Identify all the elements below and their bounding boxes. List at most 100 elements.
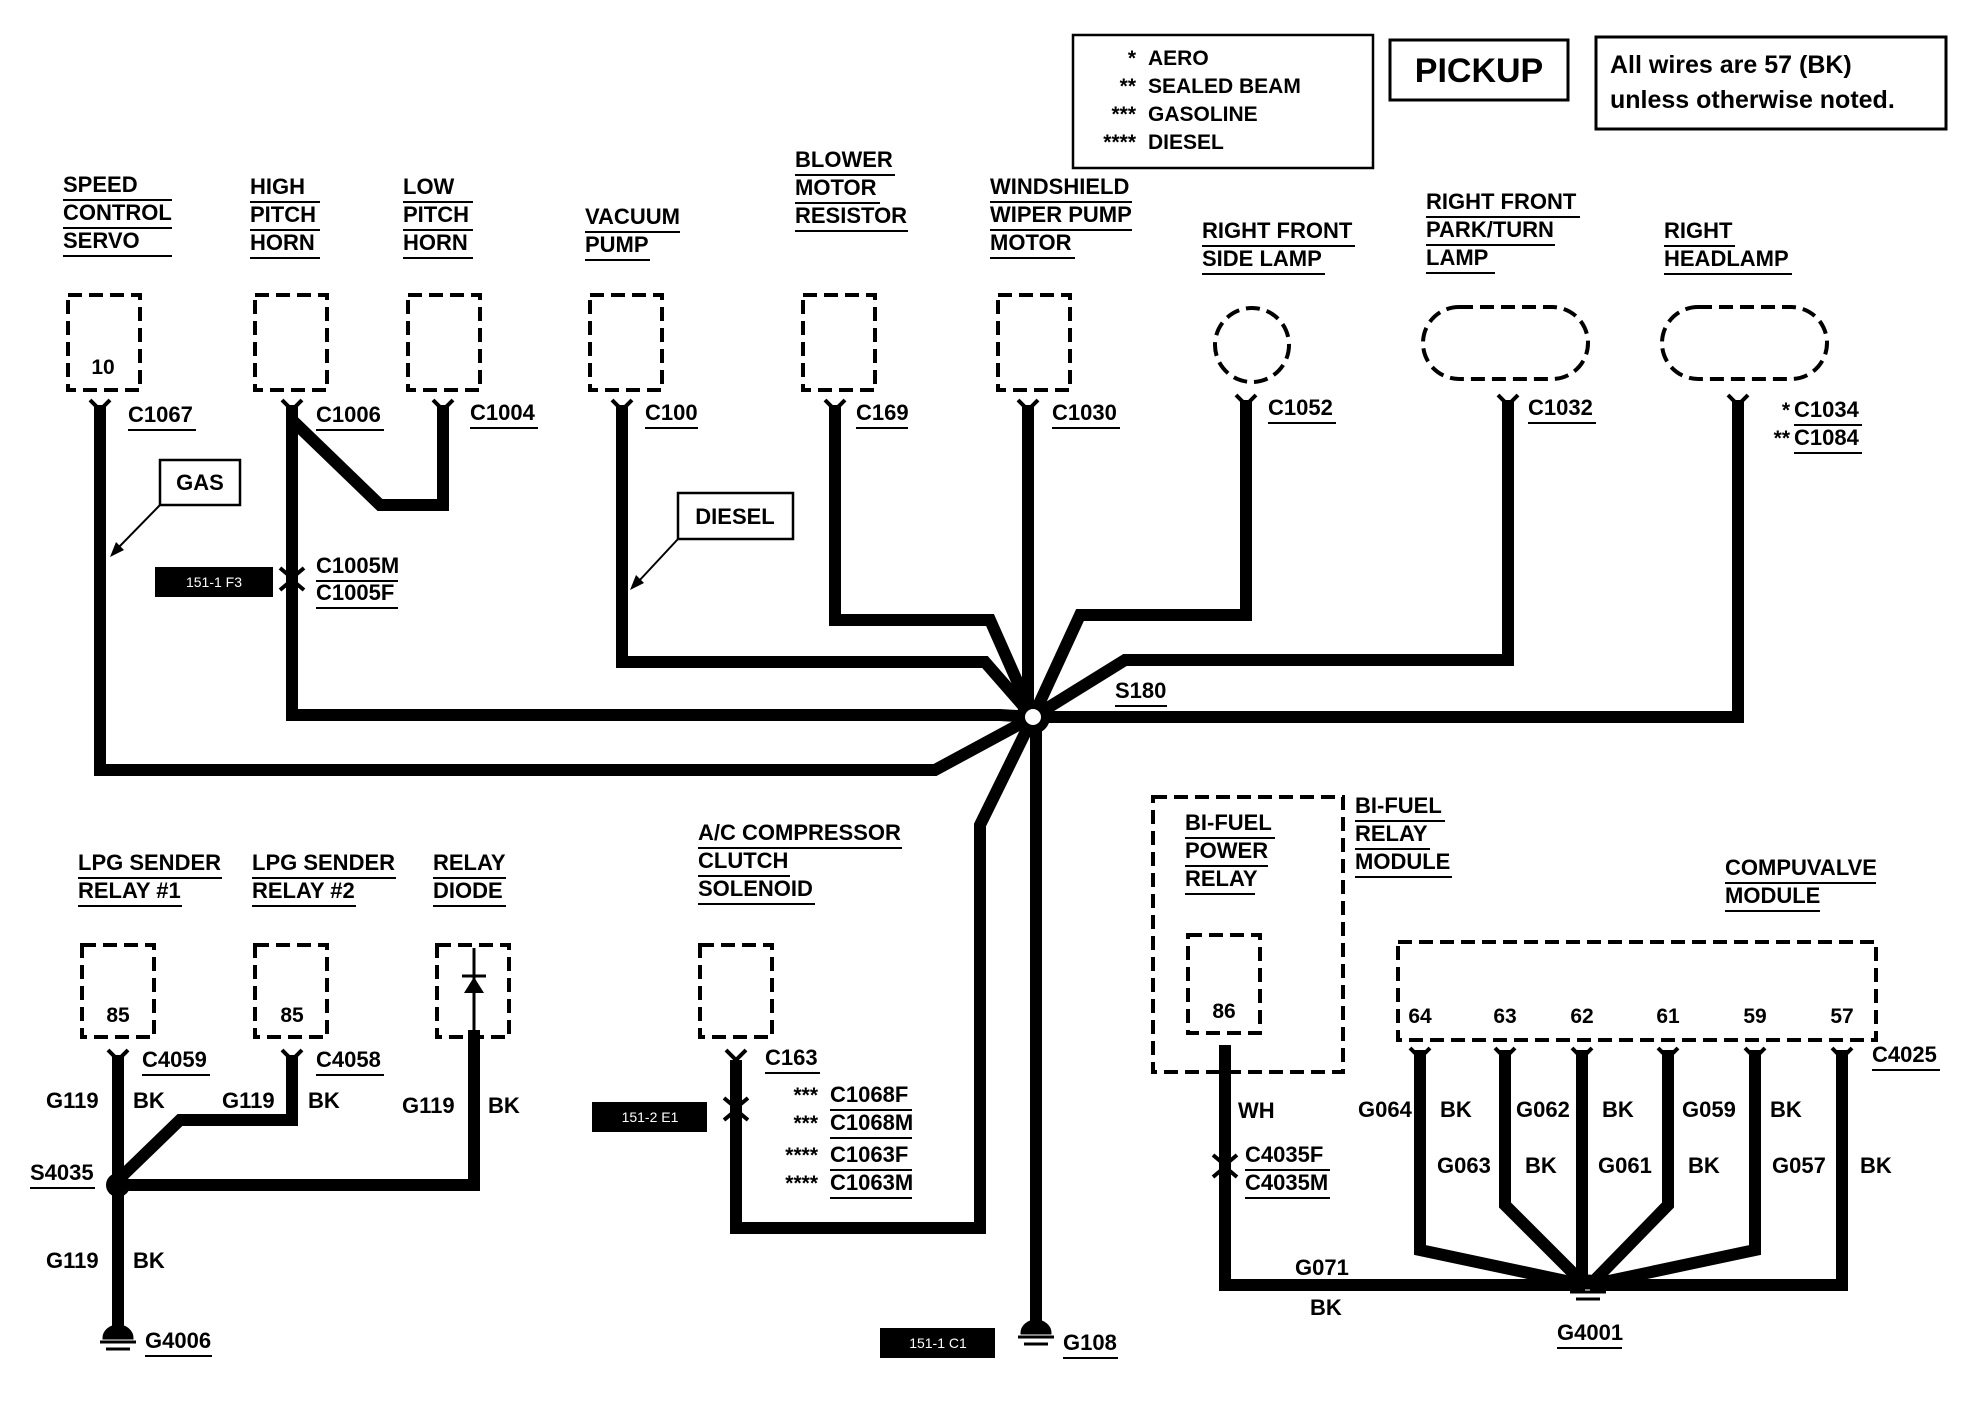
wiper-pump-motor-box <box>996 293 1072 392</box>
svg-text:151-1 C1: 151-1 C1 <box>909 1335 967 1351</box>
svg-text:SPEED: SPEED <box>63 172 138 197</box>
svg-text:151-1 F3: 151-1 F3 <box>186 574 242 590</box>
svg-text:G071: G071 <box>1295 1255 1349 1280</box>
svg-text:SERVO: SERVO <box>63 228 140 253</box>
vacuum-pump-box <box>588 293 664 392</box>
svg-text:***: *** <box>793 1112 818 1135</box>
lpg-relay-2-box <box>253 943 329 1039</box>
svg-text:RIGHT FRONT: RIGHT FRONT <box>1202 218 1353 243</box>
wire-label-bk: BK <box>133 1248 165 1273</box>
pin-63: 63 <box>1493 1005 1516 1028</box>
pin-64: 64 <box>1408 1005 1432 1028</box>
relay-diode-box <box>435 943 511 1039</box>
note-line-1: All wires are 57 (BK) <box>1610 51 1852 79</box>
wire-blower-motor <box>829 405 1039 720</box>
svg-text:VACUUM: VACUUM <box>585 204 680 229</box>
svg-text:SIDE LAMP: SIDE LAMP <box>1202 246 1322 271</box>
headlamp-outline <box>1660 305 1829 381</box>
svg-text:RESISTOR: RESISTOR <box>795 203 907 228</box>
page-ref-e1: 151-2 E1 <box>592 1102 707 1132</box>
connector-c1084: C1084 <box>1794 425 1860 450</box>
legend-label-1: AERO <box>1148 47 1209 70</box>
connector-c1006: C1006 <box>316 402 381 427</box>
svg-text:C1005M: C1005M <box>316 553 399 578</box>
svg-text:POWER: POWER <box>1185 838 1268 863</box>
wire-pin-61 <box>1585 1050 1674 1290</box>
lpg-relay-1-label: LPG SENDER RELAY #1 85 C4059 G119 BK <box>46 850 222 1113</box>
svg-text:LPG SENDER: LPG SENDER <box>78 850 221 875</box>
component-outlines <box>66 293 1878 1074</box>
legend-label-2: SEALED BEAM <box>1148 75 1301 98</box>
svg-text:G057: G057 <box>1772 1153 1826 1178</box>
connector-c163: C163 <box>765 1045 818 1070</box>
svg-text:151-2 E1: 151-2 E1 <box>622 1109 679 1125</box>
pin-62: 62 <box>1570 1005 1593 1028</box>
page-title: PICKUP <box>1415 52 1543 90</box>
svg-text:C4035F: C4035F <box>1245 1142 1323 1167</box>
legend-mark-2: ** <box>1120 75 1137 98</box>
svg-text:A/C COMPRESSOR: A/C COMPRESSOR <box>698 820 901 845</box>
wiper-pump-motor-label: WINDSHIELD WIPER PUMP MOTOR C1030 <box>990 174 1132 429</box>
pin-57: 57 <box>1830 1005 1853 1028</box>
svg-text:***: *** <box>793 1084 818 1107</box>
wire-speed-control <box>94 405 1036 776</box>
right-headlamp-label: RIGHT HEADLAMP * C1034 ** C1084 <box>1664 218 1862 454</box>
svg-text:G059: G059 <box>1682 1097 1736 1122</box>
connector-c1034: C1034 <box>1794 397 1860 422</box>
svg-text:COMPUVALVE: COMPUVALVE <box>1725 855 1877 880</box>
svg-text:RELAY #2: RELAY #2 <box>252 878 355 903</box>
wire-park-turn-lamp <box>1029 400 1514 723</box>
legend-label-4: DIESEL <box>1148 131 1224 154</box>
svg-text:C1005F: C1005F <box>316 580 394 605</box>
svg-text:PITCH: PITCH <box>403 202 469 227</box>
page-ref-c1: 151-1 C1 <box>880 1328 995 1358</box>
wire-bi-fuel <box>1219 1045 1585 1291</box>
svg-text:CONTROL: CONTROL <box>63 200 172 225</box>
svg-text:PUMP: PUMP <box>585 232 649 257</box>
legend-mark-1: * <box>1128 47 1137 70</box>
page-ref-f3: 151-1 F3 <box>155 567 273 597</box>
park-turn-lamp-label: RIGHT FRONT PARK/TURN LAMP C1032 <box>1426 189 1596 424</box>
svg-text:85: 85 <box>280 1004 304 1027</box>
relay-diode-label: RELAY DIODE G119 BK <box>402 850 520 1118</box>
svg-text:86: 86 <box>1212 1000 1235 1023</box>
svg-text:CLUTCH: CLUTCH <box>698 848 788 873</box>
note-box: All wires are 57 (BK) unless otherwise n… <box>1594 35 1948 131</box>
wire-ac-compressor <box>730 714 1039 1234</box>
svg-text:BK: BK <box>1688 1153 1720 1178</box>
bi-fuel-relay-module-box <box>1151 795 1345 1074</box>
connector-c169: C169 <box>856 400 909 425</box>
legend-label-3: GASOLINE <box>1148 103 1258 126</box>
svg-text:**: ** <box>1774 427 1791 450</box>
svg-text:C1063F: C1063F <box>830 1142 908 1167</box>
svg-text:BI-FUEL: BI-FUEL <box>1355 793 1442 818</box>
side-lamp-label: RIGHT FRONT SIDE LAMP C1052 <box>1202 218 1355 424</box>
connector-c4035-labels: C4035F C4035M <box>1245 1142 1330 1199</box>
note-line-2: unless otherwise noted. <box>1610 86 1895 114</box>
connector-c4059: C4059 <box>142 1047 207 1072</box>
svg-text:LOW: LOW <box>403 174 455 199</box>
svg-text:C4035M: C4035M <box>1245 1170 1328 1195</box>
wire-pin-57 <box>1590 1050 1848 1291</box>
wire-label-g119: G119 <box>46 1248 99 1273</box>
terminal-marks <box>88 393 1854 1179</box>
legend-mark-3: *** <box>1111 103 1136 126</box>
svg-text:BLOWER: BLOWER <box>795 147 893 172</box>
wire-pin-59 <box>1588 1050 1761 1291</box>
svg-text:G119: G119 <box>46 1088 99 1113</box>
compuvalve-wire-labels: G064 BK G063 BK G062 BK G061 BK G059 BK … <box>1295 1097 1892 1320</box>
svg-text:MODULE: MODULE <box>1355 849 1450 874</box>
svg-text:BK: BK <box>1310 1295 1342 1320</box>
side-lamp-outline <box>1213 306 1291 384</box>
wire-side-lamp <box>1027 400 1252 720</box>
compuvalve-module-label: COMPUVALVE MODULE 64 63 62 61 59 57 C402… <box>1408 855 1940 1071</box>
svg-text:BK: BK <box>133 1088 165 1113</box>
wire-pin-63 <box>1499 1050 1590 1290</box>
svg-text:G119: G119 <box>402 1093 455 1118</box>
high-pitch-horn-box <box>253 293 329 392</box>
connector-c1030: C1030 <box>1052 400 1117 425</box>
diode-symbol <box>462 948 486 1035</box>
pin-61: 61 <box>1656 1005 1680 1028</box>
blower-motor-resistor-label: BLOWER MOTOR RESISTOR C169 <box>795 147 909 429</box>
